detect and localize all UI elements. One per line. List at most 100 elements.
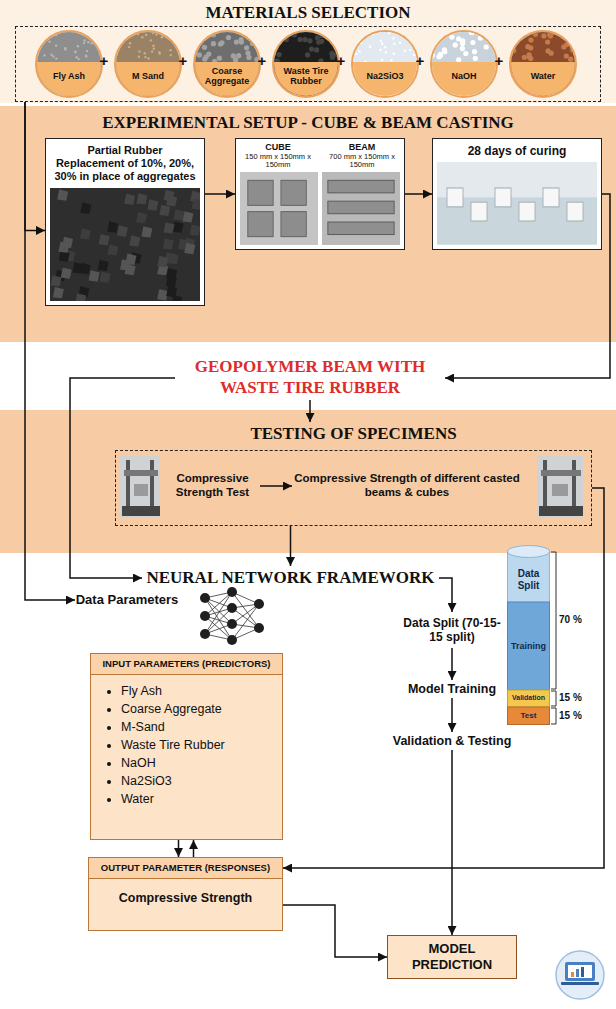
process-box: Partial Rubber Replacement of 10%, 20%, … bbox=[45, 138, 205, 306]
label-holder: 15 % bbox=[559, 710, 593, 721]
material-photo bbox=[195, 32, 259, 96]
material-label: Coarse Aggregate bbox=[195, 67, 259, 87]
photo-art bbox=[240, 172, 318, 245]
specimen-name: CUBE bbox=[239, 142, 317, 153]
connector bbox=[405, 193, 432, 195]
connector bbox=[451, 698, 453, 732]
material-photo bbox=[432, 32, 496, 96]
section-heading: NEURAL NETWORK FRAMEWORK bbox=[146, 566, 434, 590]
testing-machine bbox=[120, 456, 160, 518]
box-header: INPUT PARAMETERS (PREDICTORS) bbox=[91, 654, 282, 675]
parameter-item: Na2SiO3 bbox=[121, 772, 282, 790]
plus-sign: + bbox=[492, 53, 506, 70]
photo-holder bbox=[437, 162, 597, 245]
connector bbox=[309, 400, 311, 422]
section-heading: EXPERIMENTAL SETUP - CUBE & BEAM CASTING bbox=[0, 113, 616, 133]
parameter-item: Water bbox=[121, 790, 282, 808]
parameter-item: Coarse Aggregate bbox=[121, 700, 282, 718]
label-holder: 15 % bbox=[559, 692, 593, 703]
box-text: Partial Rubber Replacement of 10%, 20%, … bbox=[46, 139, 204, 188]
specimen-name: BEAM bbox=[323, 142, 401, 153]
photo-holder bbox=[50, 188, 200, 301]
photo-holder bbox=[240, 172, 318, 245]
specimen-size: 700 mm x 150mm x 150mm bbox=[323, 153, 401, 170]
connector bbox=[205, 193, 235, 195]
section-band: EXPERIMENTAL SETUP - CUBE & BEAM CASTING… bbox=[0, 106, 616, 342]
material-circle: NaOH bbox=[430, 30, 498, 98]
flow-step: Model Training bbox=[402, 680, 502, 698]
plus-sign: + bbox=[255, 53, 269, 70]
label-holder: + bbox=[334, 53, 348, 70]
plus-sign: + bbox=[97, 53, 111, 70]
step-text: Validation & Testing bbox=[393, 734, 512, 749]
cylinder-text: Test bbox=[507, 707, 550, 725]
testing-machine bbox=[537, 456, 583, 518]
material-photo-holder bbox=[432, 32, 496, 96]
section-band bbox=[0, 106, 616, 342]
material-photo bbox=[353, 32, 417, 96]
material-label: Waste Tire Rubber bbox=[274, 67, 338, 87]
percentage-label: 15 % bbox=[559, 692, 593, 703]
material-photo bbox=[37, 32, 101, 96]
flow-step: Validation & Testing bbox=[387, 732, 517, 750]
material-photo bbox=[511, 32, 575, 96]
percentage-label: 15 % bbox=[559, 710, 593, 721]
label-holder: + bbox=[255, 53, 269, 70]
step-text: Compressive Strength Test bbox=[165, 472, 260, 500]
parameter-list: Fly AshCoarse AggregateM-SandWaste Tire … bbox=[91, 682, 282, 808]
flow-step: Data Split (70-15-15 split) bbox=[398, 612, 506, 648]
material-photo-holder bbox=[511, 32, 575, 96]
specimen-column: BEAM700 mm x 150mm x 150mm bbox=[320, 139, 404, 172]
material-circle: Na2SiO3 bbox=[351, 30, 419, 98]
section-heading: MATERIALS SELECTION bbox=[6, 3, 610, 25]
material-photo bbox=[116, 32, 180, 96]
step-text: Data Split (70-15-15 split) bbox=[398, 616, 506, 645]
flow-step: Data Parameters bbox=[75, 591, 179, 609]
process-box: 28 days of curing bbox=[432, 138, 602, 250]
label-holder: + bbox=[413, 53, 427, 70]
result-heading: GEOPOLYMER BEAM WITH WASTE TIRE RUBBER bbox=[175, 356, 445, 400]
label-holder: + bbox=[97, 53, 111, 70]
connector bbox=[451, 648, 453, 680]
material-circle: Water bbox=[509, 30, 577, 98]
connector bbox=[260, 485, 292, 487]
plus-sign: + bbox=[413, 53, 427, 70]
result-text: GEOPOLYMER BEAM WITH WASTE TIRE RUBBER bbox=[175, 356, 445, 399]
percentage-label: 70 % bbox=[559, 614, 593, 625]
connector bbox=[178, 840, 180, 857]
box-text: 28 days of curing bbox=[433, 139, 601, 162]
material-photo-holder bbox=[274, 32, 338, 96]
label-holder: + bbox=[176, 53, 190, 70]
material-label: Fly Ash bbox=[37, 72, 101, 82]
connector bbox=[193, 840, 195, 857]
photo-art bbox=[50, 188, 200, 301]
step-text: Compressive Strength of different casted… bbox=[292, 472, 522, 500]
prediction-box: MODEL PREDICTION bbox=[387, 935, 517, 979]
material-circle: Fly Ash bbox=[35, 30, 103, 98]
material-photo bbox=[274, 32, 338, 96]
box-text: MODEL PREDICTION bbox=[388, 937, 516, 978]
section-heading: TESTING OF SPECIMENS bbox=[106, 424, 601, 446]
connector bbox=[290, 526, 292, 566]
material-circle: Coarse Aggregate bbox=[193, 30, 261, 98]
box-body: Compressive Strength bbox=[89, 879, 282, 918]
material-label: Water bbox=[511, 72, 575, 82]
connector bbox=[439, 578, 452, 612]
material-circle: Waste Tire Rubber bbox=[272, 30, 340, 98]
connector bbox=[451, 750, 453, 935]
material-photo-holder bbox=[116, 32, 180, 96]
prediction-icon bbox=[556, 951, 604, 999]
connector bbox=[25, 102, 45, 230]
parameter-item: M-Sand bbox=[121, 718, 282, 736]
cylinder-text: Training bbox=[507, 602, 550, 690]
test-step: Compressive Strength of different casted… bbox=[292, 464, 522, 508]
box-header: OUTPUT PARAMETER (RESPONSES) bbox=[89, 858, 282, 879]
material-label: M Sand bbox=[116, 72, 180, 82]
parameter-item: NaOH bbox=[121, 754, 282, 772]
connector bbox=[283, 488, 604, 868]
split-bracket bbox=[551, 552, 556, 724]
process-box: CUBE150 mm x 150mm x 150mmBEAM700 mm x 1… bbox=[235, 138, 405, 250]
section-heading: NEURAL NETWORK FRAMEWORK bbox=[142, 566, 439, 590]
material-circle: M Sand bbox=[114, 30, 182, 98]
